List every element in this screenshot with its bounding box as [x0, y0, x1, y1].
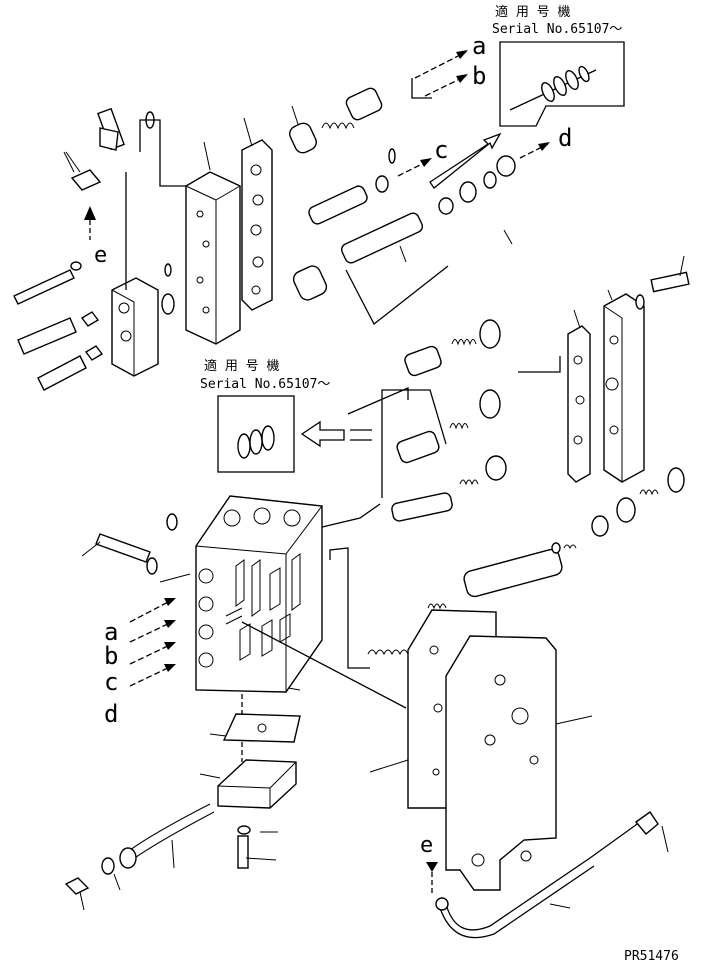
- end-block: [217, 759, 297, 809]
- serial-inset-mid: 適 用 号 機 Serial No.65107～: [200, 358, 372, 473]
- callout-b-left: b: [104, 642, 118, 670]
- callout-a-top: a: [472, 32, 486, 60]
- small-block-left: [111, 277, 159, 377]
- callout-b-top: b: [472, 62, 486, 90]
- serial-mid-applicable-label: 適 用 号 機: [204, 358, 279, 374]
- serial-top-serial-label: Serial No.65107～: [492, 22, 622, 37]
- leader-lines: [63, 105, 685, 911]
- valve-cover-plate: [445, 635, 557, 891]
- callout-d-left: d: [104, 700, 118, 728]
- main-valve-body: [95, 495, 323, 693]
- callout-e-top: e: [94, 243, 107, 268]
- bottom-left-parts: [64, 694, 301, 895]
- callout-c-top: c: [434, 136, 448, 164]
- serial-mid-serial-label: Serial No.65107～: [200, 377, 330, 392]
- lower-plates: e: [241, 609, 659, 939]
- serial-inset-top: 適 用 号 機 Serial No.65107～: [492, 4, 625, 127]
- right-upper-group: [317, 271, 690, 669]
- flow-arrows-left: a b c d: [104, 598, 176, 728]
- drawing-code: PR51476: [624, 949, 679, 964]
- callout-a-left: a: [104, 618, 118, 646]
- callout-c-left: c: [104, 668, 118, 696]
- small-plate: [222, 713, 301, 743]
- right-cover-plate: [603, 293, 645, 483]
- flow-arrows-top: a b c d: [397, 32, 572, 189]
- upper-valve-group: e: [13, 78, 516, 391]
- callout-e-bottom: e: [420, 833, 433, 858]
- top-cover-block: [185, 171, 241, 345]
- callout-d-top: d: [558, 124, 572, 152]
- serial-top-applicable-label: 適 用 号 機: [495, 4, 570, 20]
